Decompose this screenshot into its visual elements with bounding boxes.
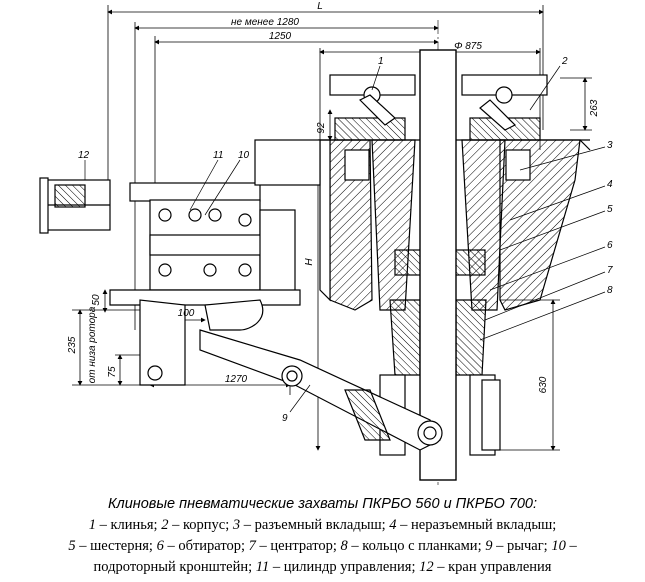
caption-title: Клиновые пневматические захваты ПКРБО 56…: [107, 496, 538, 512]
callout-9: 9: [282, 413, 288, 424]
legend-text: подроторный кронштейн: [93, 559, 249, 575]
legend-text: кольцо с планками: [362, 538, 478, 554]
legend-num: 6: [156, 538, 164, 554]
rotor-body: [318, 139, 591, 311]
legend-text: кран управления: [448, 559, 552, 575]
legend-num: 10: [551, 538, 566, 554]
dim-L: L: [317, 1, 323, 12]
technical-drawing: L не менее 1280 1250 Φ 875 263 92 50 100…: [39, 1, 613, 485]
dim-92: 92: [316, 122, 327, 134]
legend-text: корпус: [182, 517, 226, 533]
callout-1: 1: [378, 56, 384, 67]
legend-text: разъемный вкладыш: [254, 517, 382, 533]
callout-2: 2: [561, 56, 568, 67]
legend-text: рычаг: [506, 538, 544, 554]
legend-num: 5: [68, 538, 76, 554]
lever: [199, 329, 443, 451]
legend-text: обтиратор: [178, 538, 242, 554]
callout-8: 8: [607, 285, 613, 296]
dim-rotor-note: от низа ротора: [87, 306, 98, 383]
legend-text: неразъемный вкладыш: [411, 517, 553, 533]
legend-num: 3: [232, 517, 241, 533]
callout-4: 4: [607, 179, 613, 190]
caption-legend-row-1: 1 – клинья; 2 – корпус; 3 – разъемный вк…: [88, 517, 557, 533]
caption-legend-row-2: 5 – шестерня; 6 – обтиратор; 7 – центрат…: [68, 538, 577, 554]
dim-263: 263: [589, 99, 600, 117]
callout-7: 7: [607, 265, 613, 276]
legend-num: 2: [161, 517, 169, 533]
callout-10: 10: [238, 150, 250, 161]
dim-min-1280: не менее 1280: [231, 17, 299, 28]
legend-text: клинья: [110, 517, 154, 533]
dim-630: 630: [538, 376, 549, 393]
dim-100: 100: [178, 308, 195, 319]
subrotor-bracket: [109, 289, 301, 386]
callout-numbers: 1 2 3 4 5 6 7 8 9 10 11 12: [78, 56, 613, 424]
dim-diameter: Φ 875: [454, 41, 482, 52]
legend-num: 4: [389, 517, 397, 533]
slip-caps: [329, 74, 548, 131]
legend-num: 8: [340, 538, 348, 554]
legend-num: 12: [419, 559, 434, 575]
legend-text: цилиндр управления: [283, 559, 412, 575]
legend-num: 9: [485, 538, 493, 554]
dim-50: 50: [91, 294, 102, 306]
control-cylinder: [129, 139, 321, 301]
legend-text: центратор: [270, 538, 333, 554]
legend-num: 1: [88, 517, 96, 533]
callout-5: 5: [607, 204, 613, 215]
legend-text: шестерня: [90, 538, 149, 554]
legend-num: 11: [255, 559, 270, 575]
callout-6: 6: [607, 240, 613, 251]
legend-num: 7: [248, 538, 256, 554]
lower-section: [379, 299, 501, 456]
dim-1250: 1250: [269, 31, 292, 42]
callout-12: 12: [78, 150, 90, 161]
dim-75: 75: [107, 366, 118, 378]
control-valve: [39, 177, 111, 234]
figure-caption: Клиновые пневматические захваты ПКРБО 56…: [0, 494, 645, 578]
dim-1270: 1270: [225, 374, 248, 385]
callout-3: 3: [607, 140, 613, 151]
callout-11: 11: [213, 150, 223, 161]
leader-lines: [84, 65, 606, 413]
dim-235: 235: [67, 336, 78, 354]
dimension-labels: L не менее 1280 1250 Φ 875 263 92 50 100…: [67, 1, 600, 393]
drill-pipe: [419, 49, 457, 481]
dim-H: H: [304, 258, 315, 266]
caption-legend-row-3: подроторный кронштейн; 11 – цилиндр упра…: [93, 559, 552, 575]
